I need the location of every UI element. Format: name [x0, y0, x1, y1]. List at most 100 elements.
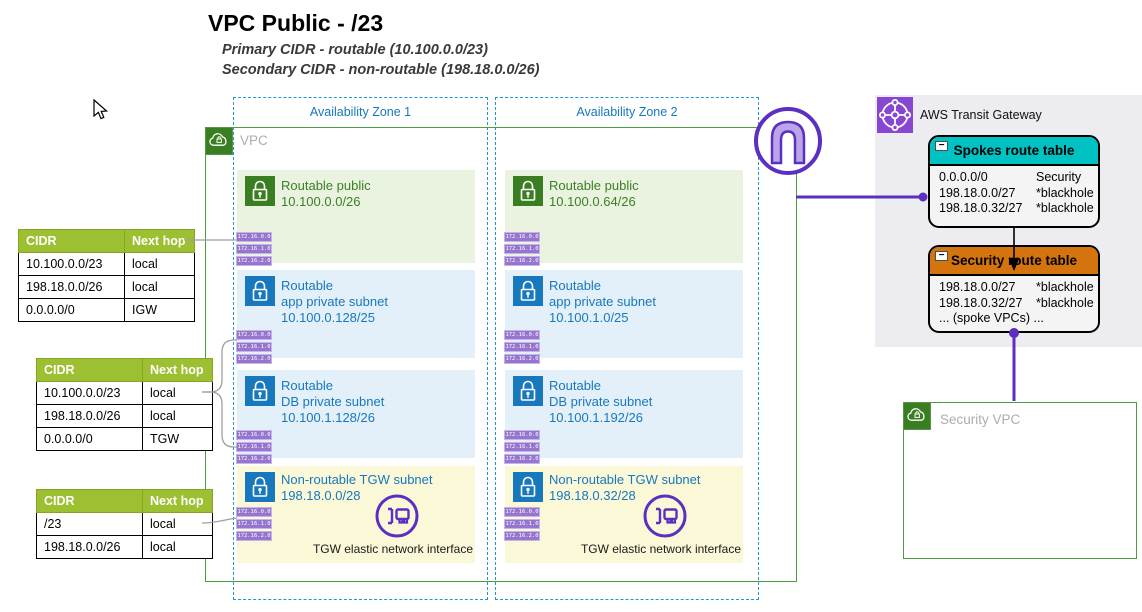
ip-chip: 172.16.2.0	[236, 531, 272, 541]
route-entry: ...	[939, 216, 950, 228]
ip-chip: 172.16.1.0	[504, 342, 540, 352]
table-row: 0.0.0.0/0 IGW	[18, 298, 195, 322]
vpc-route-table-public: CIDR Next hop 10.100.0.0/23 local 198.18…	[18, 229, 195, 322]
spokes-route-table-title: Spokes route table	[953, 143, 1075, 158]
transit-gateway-label: AWS Transit Gateway	[920, 108, 1042, 122]
subnet-label: Non-routable TGW subnet 198.18.0.32/28	[549, 472, 701, 503]
vpc-route-table-private: CIDR Next hop 10.100.0.0/23 local 198.18…	[36, 358, 213, 451]
ip-chip: 172.16.2.0	[236, 256, 272, 266]
cidr-cell: 0.0.0.0/0	[18, 298, 125, 322]
nexthop-cell: local	[142, 404, 213, 428]
vpc-route-table-tgw-subnet: CIDR Next hop /23 local 198.18.0.0/26 lo…	[36, 489, 213, 559]
spokes-route-table-header: − Spokes route table	[930, 137, 1098, 166]
security-route-table: − Security route table 198.18.0.0/27*bla…	[928, 245, 1100, 333]
cidr-cell: 198.18.0.0/26	[36, 535, 143, 559]
collapse-button[interactable]: −	[935, 141, 948, 151]
table-row: 0.0.0.0/0 TGW	[36, 427, 213, 451]
eni-ip-chips: 172.16.0.0 172.16.1.0 172.16.2.0	[504, 430, 540, 466]
cidr-cell: 10.100.0.0/23	[36, 381, 143, 405]
secondary-cidr-subtitle: Secondary CIDR - non-routable (198.18.0.…	[222, 62, 540, 78]
ip-chip: 172.16.0.0	[504, 232, 540, 242]
mouse-cursor	[93, 98, 109, 120]
ip-chip: 172.16.0.0	[504, 430, 540, 440]
subnet-az2-routable-public: Routable public 10.100.0.64/26 172.16.0.…	[504, 170, 743, 266]
route-entry: 198.18.0.0/27*blackhole	[939, 280, 1094, 294]
subnet-az1-routable-public: Routable public 10.100.0.0/26 172.16.0.0…	[236, 170, 475, 266]
ip-chip: 172.16.0.0	[504, 330, 540, 340]
ip-chip: 172.16.1.0	[236, 519, 272, 529]
column-header: CIDR	[18, 229, 125, 253]
subnet-lock-icon	[245, 276, 275, 306]
subnet-az2-db-private: Routable DB private subnet 10.100.1.192/…	[504, 370, 743, 464]
table-row: 198.18.0.0/26 local	[36, 535, 213, 559]
ip-chip: 172.16.2.0	[504, 531, 540, 541]
subnet-az1-tgw: Non-routable TGW subnet 198.18.0.0/28 17…	[236, 466, 475, 563]
nexthop-cell: local	[124, 275, 195, 299]
ip-chip: 172.16.1.0	[504, 442, 540, 452]
route-entry: 198.18.0.0/27*blackhole	[939, 185, 1094, 200]
ip-chip: 172.16.2.0	[504, 256, 540, 266]
subnet-lock-icon	[513, 276, 543, 306]
subnet-label: Routable DB private subnet 10.100.1.128/…	[281, 378, 385, 425]
az2-label: Availability Zone 2	[576, 105, 678, 119]
nexthop-cell: IGW	[124, 298, 195, 322]
ip-chip: 172.16.1.0	[504, 519, 540, 529]
ip-chip: 172.16.1.0	[236, 442, 272, 452]
ip-chip: 172.16.2.0	[236, 354, 272, 364]
route-entry: ... (spoke VPCs) ...	[939, 311, 1044, 325]
subnet-lock-icon	[245, 472, 275, 502]
column-header: CIDR	[36, 358, 143, 382]
ip-chip: 172.16.1.0	[236, 244, 272, 254]
tgw-eni-icon	[374, 493, 420, 539]
vpc-icon	[205, 127, 233, 155]
security-route-table-header: − Security route table	[930, 247, 1098, 276]
eni-ip-chips: 172.16.0.0 172.16.1.0 172.16.2.0	[236, 507, 272, 543]
ip-chip: 172.16.0.0	[236, 330, 272, 340]
column-header: Next hop	[142, 489, 213, 513]
table-row: /23 local	[36, 512, 213, 536]
ip-chip: 172.16.0.0	[504, 507, 540, 517]
cidr-cell: 198.18.0.0/26	[18, 275, 125, 299]
ip-chip: 172.16.1.0	[236, 342, 272, 352]
eni-ip-chips: 172.16.0.0 172.16.1.0 172.16.2.0	[236, 330, 272, 366]
subnet-label: Routable app private subnet 10.100.1.0/2…	[549, 278, 656, 325]
collapse-button[interactable]: −	[935, 251, 948, 261]
subnet-az2-tgw: Non-routable TGW subnet 198.18.0.32/28 1…	[504, 466, 743, 563]
nexthop-cell: local	[142, 535, 213, 559]
transit-gateway-icon	[877, 97, 913, 133]
page-title: VPC Public - /23	[208, 10, 384, 36]
table-row: 198.18.0.0/26 local	[18, 275, 195, 299]
subnet-az1-db-private: Routable DB private subnet 10.100.1.128/…	[236, 370, 475, 464]
subnet-label: Non-routable TGW subnet 198.18.0.0/28	[281, 472, 433, 503]
eni-ip-chips: 172.16.0.0 172.16.1.0 172.16.2.0	[504, 330, 540, 366]
az1-label: Availability Zone 1	[309, 105, 412, 119]
tgw-eni-caption: TGW elastic network interface	[312, 542, 473, 556]
security-vpc-icon	[903, 402, 931, 430]
subnet-az1-app-private: Routable app private subnet 10.100.0.128…	[236, 270, 475, 364]
subnet-label: Routable DB private subnet 10.100.1.192/…	[549, 378, 653, 425]
security-route-table-title: Security route table	[950, 253, 1078, 268]
eni-ip-chips: 172.16.0.0 172.16.1.0 172.16.2.0	[236, 430, 272, 466]
column-header: Next hop	[124, 229, 195, 253]
table-row: 198.18.0.0/26 local	[36, 404, 213, 428]
subnet-az2-app-private: Routable app private subnet 10.100.1.0/2…	[504, 270, 743, 364]
security-route-table-body: 198.18.0.0/27*blackhole 198.18.0.32/27*b…	[930, 276, 1098, 327]
nexthop-cell: local	[142, 381, 213, 405]
eni-ip-chips: 172.16.0.0 172.16.1.0 172.16.2.0	[504, 507, 540, 543]
ip-chip: 172.16.0.0	[236, 430, 272, 440]
nexthop-cell: local	[124, 252, 195, 276]
table-row: 10.100.0.0/23 local	[36, 381, 213, 405]
ip-chip: 172.16.1.0	[504, 244, 540, 254]
vpc-label: VPC	[240, 133, 268, 148]
subnet-lock-icon	[513, 376, 543, 406]
route-entry: 198.18.0.32/27*blackhole	[939, 201, 1094, 215]
subnet-lock-icon	[245, 376, 275, 406]
subnet-label: Routable app private subnet 10.100.0.128…	[281, 278, 388, 325]
subnet-lock-icon	[245, 176, 275, 206]
tgw-eni-caption: TGW elastic network interface	[580, 542, 741, 556]
nexthop-cell: local	[142, 512, 213, 536]
primary-cidr-subtitle: Primary CIDR - routable (10.100.0.0/23)	[222, 42, 488, 58]
